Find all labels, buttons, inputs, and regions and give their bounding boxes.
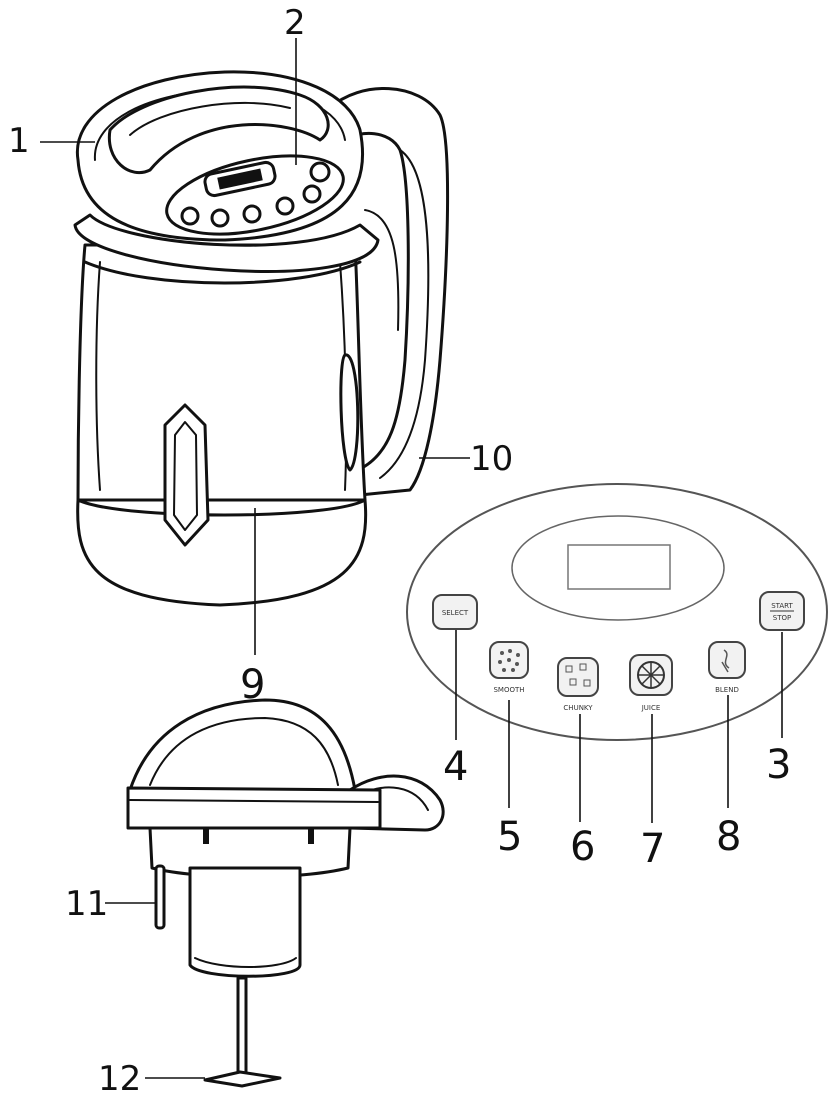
callout-4: 4 (443, 744, 468, 790)
collar-line (129, 799, 379, 803)
callout-9: 9 (240, 662, 265, 708)
tab (308, 828, 314, 844)
handle (328, 87, 450, 497)
side-latch (339, 353, 360, 472)
lid-display-screen (217, 168, 263, 190)
juice-icon (637, 661, 665, 689)
blend-label: BLEND (715, 686, 739, 694)
lid-button (275, 196, 295, 216)
lid-button (309, 161, 331, 183)
temperature-probe (154, 864, 166, 930)
callout-3: 3 (766, 742, 791, 788)
blend-button[interactable] (708, 641, 746, 679)
rim (73, 213, 380, 273)
body-shading-left (95, 261, 101, 491)
callout-11: 11 (65, 884, 108, 924)
callout-lines (40, 38, 783, 1079)
smooth-icon (498, 649, 520, 672)
handle-grip-line (364, 209, 400, 331)
jug-base (76, 498, 368, 607)
lid-button (210, 208, 230, 228)
display-screen (567, 544, 671, 590)
chunky-icon (565, 663, 591, 687)
rim-band (83, 260, 362, 285)
lid-button (242, 204, 262, 224)
callout-10: 10 (470, 439, 513, 479)
callout-7: 7 (640, 826, 665, 872)
juice-label: JUICE (641, 704, 661, 712)
water-window-inner (173, 421, 198, 531)
unit-grip-inner (149, 717, 339, 786)
blade (203, 1070, 282, 1088)
blend-icon (721, 649, 730, 673)
lid-button (180, 206, 200, 226)
select-button[interactable] (432, 594, 478, 630)
callout-numbers: 1 2 3 4 5 6 7 8 9 10 11 12 (8, 3, 791, 1098)
select-label: SELECT (442, 609, 469, 617)
callout-5: 5 (497, 814, 522, 860)
start-label: START (771, 602, 793, 610)
stop-label: STOP (773, 614, 791, 622)
lid-grip (107, 85, 330, 175)
motor-blade-unit (126, 698, 445, 1088)
handle-inner-line (379, 149, 430, 479)
soup-maker-jug (73, 70, 450, 607)
motor-housing (188, 866, 302, 978)
display-bezel (511, 515, 725, 621)
callout-12: 12 (98, 1059, 141, 1098)
lid-grip-line (129, 101, 291, 136)
callout-6: 6 (570, 824, 595, 870)
callout-2: 2 (284, 3, 306, 43)
chunky-label: CHUNKY (563, 704, 593, 712)
callout-8: 8 (716, 814, 741, 860)
water-window (163, 403, 210, 547)
chunky-button[interactable] (557, 657, 599, 697)
smooth-label: SMOOTH (493, 686, 524, 694)
motor-housing-line (194, 957, 297, 968)
lid-button (302, 184, 322, 204)
callout-1: 1 (8, 121, 30, 161)
unit-grip (128, 698, 357, 792)
unit-collar (126, 786, 382, 830)
blade-shaft (236, 976, 248, 1080)
control-panel-detail: SELECT START STOP SMOOTH CHUNKY JUICE (406, 483, 828, 741)
tab (203, 828, 209, 844)
